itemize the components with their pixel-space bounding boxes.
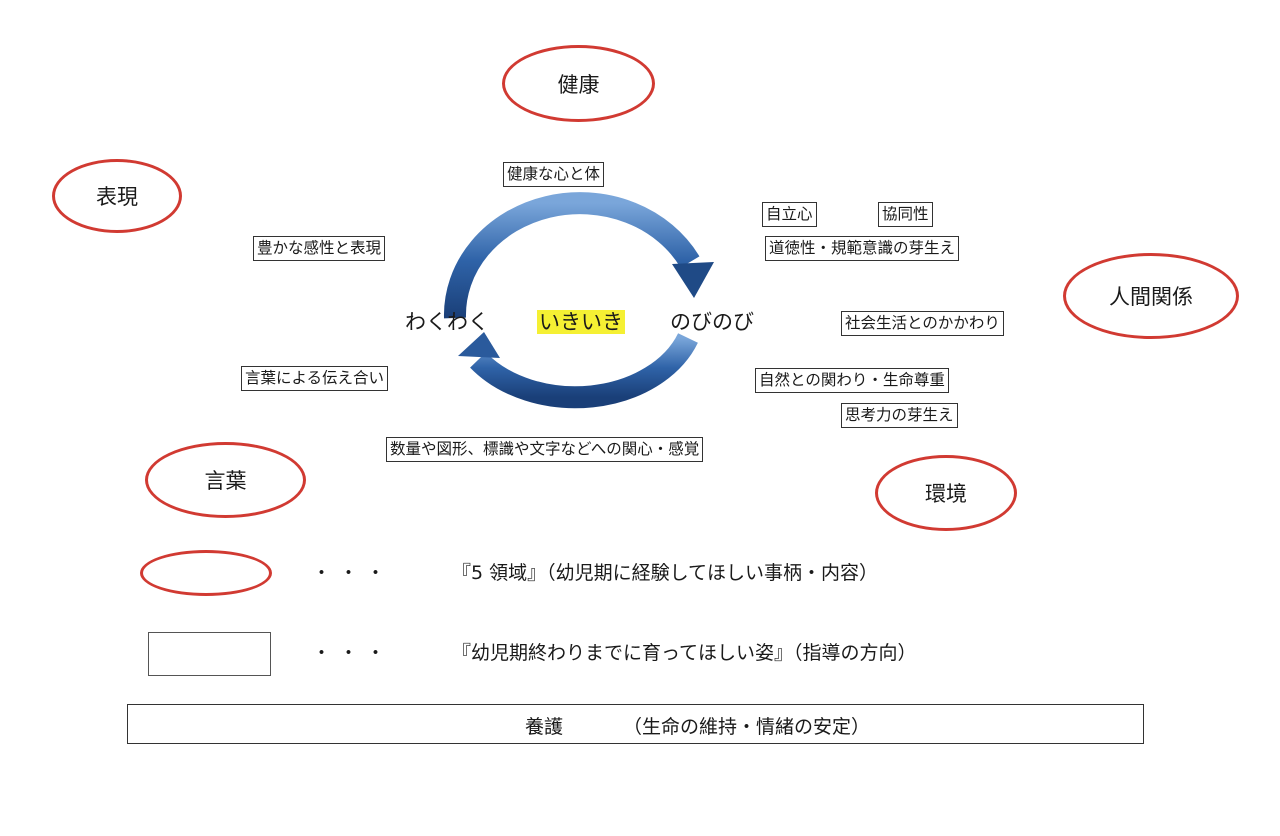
domain-hyogen: 表現	[52, 159, 182, 233]
bottom-arrow	[470, 332, 698, 409]
center-wakuwaku: わくわく	[405, 310, 489, 334]
goal-dotoku: 道徳性・規範意識の芽生え	[765, 236, 960, 261]
legend-box-sample	[148, 632, 271, 676]
legend-box-description: 『幼児期終わりまでに育ってほしい姿』（指導の方向）	[452, 642, 917, 664]
domain-kankyo: 環境	[875, 455, 1017, 531]
top-arrow	[443, 192, 700, 319]
domain-kotoba: 言葉	[145, 442, 306, 518]
goal-jiritsushin: 自立心	[762, 202, 817, 227]
center-ikiiki: いきいき	[537, 306, 625, 336]
bottom-arrowhead	[458, 332, 500, 358]
domain-kenko: 健康	[502, 45, 655, 122]
legend-oval-description: 『5 領域』（幼児期に経験してほしい事柄・内容）	[452, 562, 879, 584]
domain-ningen: 人間関係	[1063, 253, 1239, 339]
goal-kyodosei: 協同性	[878, 202, 933, 227]
goal-kansei: 豊かな感性と表現	[253, 236, 386, 261]
goal-kotoba-tsutae: 言葉による伝え合い	[241, 366, 389, 391]
goal-shakai: 社会生活とのかかわり	[841, 311, 1004, 336]
footer-yogo-label: 養護	[525, 716, 564, 738]
center-nobinobi: のびのび	[670, 310, 754, 334]
footer-yogo-description: （生命の維持・情緒の安定）	[623, 716, 871, 738]
legend-dots-1: ・・・	[312, 562, 394, 584]
goal-suryo: 数量や図形、標識や文字などへの関心・感覚	[386, 437, 704, 462]
legend-dots-2: ・・・	[312, 642, 394, 664]
top-arrowhead	[672, 262, 714, 298]
goal-shizen: 自然との関わり・生命尊重	[755, 368, 949, 393]
ikiiki-highlight: いきいき	[537, 310, 625, 334]
goal-kokoro-karada: 健康な心と体	[503, 162, 605, 187]
goal-shikoryoku: 思考力の芽生え	[841, 403, 958, 428]
legend-oval-sample	[140, 550, 272, 596]
footer-yogo-box: 養護 （生命の維持・情緒の安定）	[127, 704, 1144, 744]
